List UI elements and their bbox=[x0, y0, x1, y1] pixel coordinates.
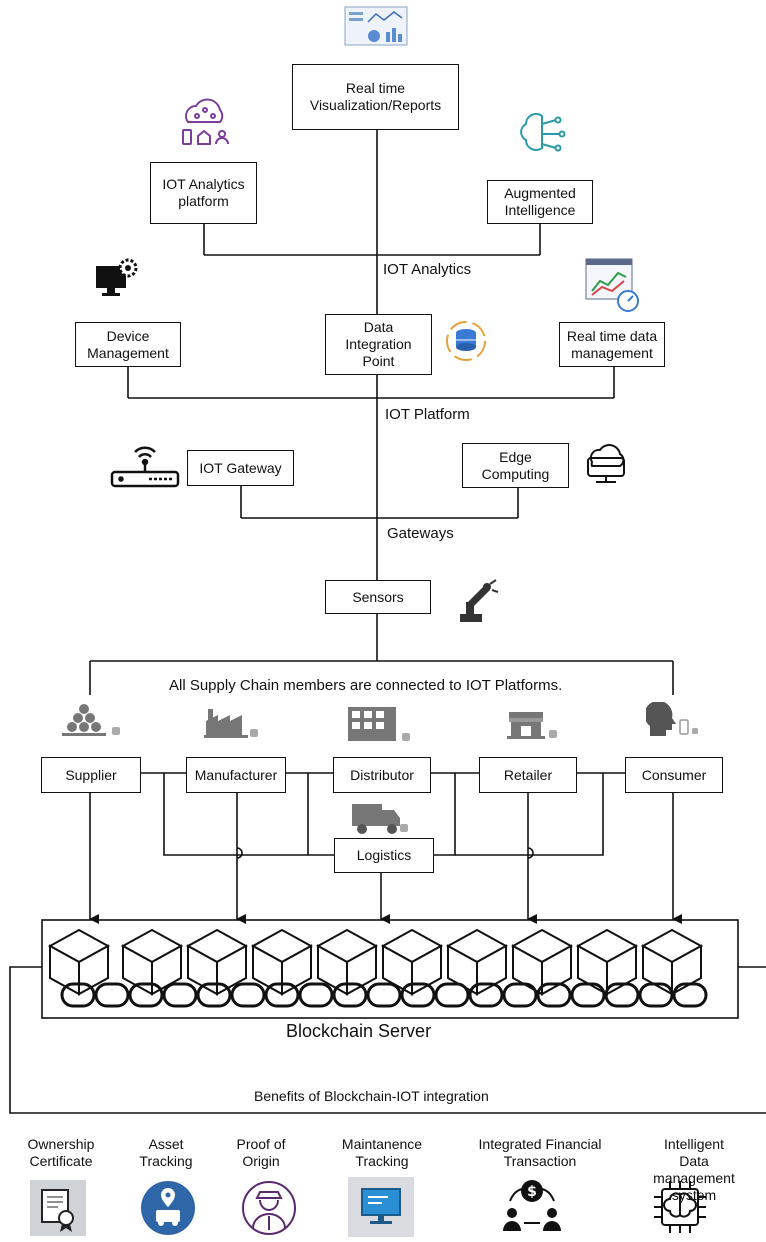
chain-link bbox=[672, 982, 708, 1008]
augmented-intelligence-box: Augmented Intelligence bbox=[487, 180, 593, 224]
delivery-truck-icon bbox=[350, 802, 410, 841]
gateways-label: Gateways bbox=[387, 525, 454, 542]
iot-analytics-label: IOT Analytics bbox=[383, 261, 472, 278]
benefit-integrated-financial-transaction: Integrated Financial Transaction bbox=[478, 1136, 602, 1169]
brain-circuit-icon bbox=[516, 108, 568, 165]
chain-link bbox=[400, 982, 436, 1008]
chain-link bbox=[604, 982, 640, 1008]
consumer-head-icon bbox=[644, 700, 702, 743]
benefit-proof-of-origin: Proof of Origin bbox=[236, 1136, 286, 1169]
consumer-box: Consumer bbox=[625, 757, 723, 793]
distributor-box: Distributor bbox=[333, 757, 431, 793]
chain-link bbox=[570, 982, 606, 1008]
chain-link bbox=[264, 982, 300, 1008]
chain-link bbox=[230, 982, 266, 1008]
data-integration-point-box: Data Integration Point bbox=[325, 314, 432, 375]
warehouse-building-icon bbox=[344, 705, 414, 750]
location-truck-icon bbox=[140, 1180, 196, 1241]
robotic-arm-icon bbox=[454, 576, 500, 629]
chain-link bbox=[332, 982, 368, 1008]
blockchain-block bbox=[185, 928, 249, 996]
certificate-icon bbox=[30, 1180, 86, 1241]
benefit-maintanence-tracking: Maintanence Tracking bbox=[341, 1136, 423, 1169]
iot-analytics-platform-box: IOT Analytics platform bbox=[150, 162, 257, 224]
blockchain-block bbox=[250, 928, 314, 996]
blockchain-block bbox=[445, 928, 509, 996]
chain-link bbox=[60, 982, 96, 1008]
benefit-ownership-certificate: Ownership Certificate bbox=[27, 1136, 95, 1169]
blockchain-block bbox=[510, 928, 574, 996]
chain-link bbox=[502, 982, 538, 1008]
blockchain-server-title: Blockchain Server bbox=[286, 1021, 432, 1041]
logistics-box: Logistics bbox=[334, 838, 434, 873]
chain-link bbox=[196, 982, 232, 1008]
chain-link bbox=[468, 982, 504, 1008]
blockchain-blocks bbox=[47, 928, 704, 996]
cloud-computing-icon bbox=[582, 440, 630, 493]
edge-computing-box: Edge Computing bbox=[462, 443, 569, 488]
manufacturer-box: Manufacturer bbox=[186, 757, 286, 793]
chain-link bbox=[162, 982, 198, 1008]
supplier-stack-icon bbox=[62, 701, 122, 744]
retail-store-icon bbox=[507, 710, 559, 745]
money-exchange-icon: $ bbox=[500, 1177, 564, 1238]
iot-gateway-box: IOT Gateway bbox=[187, 450, 294, 486]
svg-text:$: $ bbox=[527, 1184, 537, 1200]
sensors-box: Sensors bbox=[325, 580, 431, 614]
blockchain-block bbox=[380, 928, 444, 996]
benefits-title: Benefits of Blockchain-IOT integration bbox=[254, 1088, 489, 1104]
chain-link bbox=[638, 982, 674, 1008]
benefit-intelligent-data-management: Intelligent Data management system bbox=[653, 1136, 735, 1203]
blockchain-block bbox=[120, 928, 184, 996]
analytics-dashboard-icon bbox=[584, 257, 642, 318]
supplier-box: Supplier bbox=[41, 757, 141, 793]
chain-link bbox=[298, 982, 334, 1008]
monitor-icon bbox=[348, 1177, 414, 1242]
brain-chip-icon bbox=[650, 1177, 710, 1242]
blockchain-block bbox=[47, 928, 111, 996]
chain-link bbox=[536, 982, 572, 1008]
dashboard-report-icon bbox=[344, 6, 408, 51]
device-management-box: Device Management bbox=[75, 322, 181, 367]
wifi-router-icon bbox=[109, 438, 181, 497]
blockchain-block bbox=[315, 928, 379, 996]
realtime-data-management-box: Real time data management bbox=[559, 322, 665, 367]
retailer-box: Retailer bbox=[479, 757, 577, 793]
iot-platform-label: IOT Platform bbox=[385, 406, 470, 423]
chain-link bbox=[434, 982, 470, 1008]
realtime-visualization-box: Real time Visualization/Reports bbox=[292, 64, 459, 130]
officer-icon bbox=[241, 1180, 297, 1241]
supply-chain-caption: All Supply Chain members are connected t… bbox=[169, 677, 563, 694]
blockchain-block bbox=[575, 928, 639, 996]
cloud-analytics-icon bbox=[178, 96, 232, 155]
benefit-asset-tracking: Asset Tracking bbox=[139, 1136, 193, 1169]
chain-link bbox=[128, 982, 164, 1008]
chain-link bbox=[366, 982, 402, 1008]
factory-icon bbox=[204, 705, 262, 744]
computer-settings-icon bbox=[94, 256, 140, 305]
database-sync-icon bbox=[443, 318, 489, 369]
chain-link bbox=[94, 982, 130, 1008]
blockchain-block bbox=[640, 928, 704, 996]
blockchain-chain-links bbox=[60, 982, 708, 1008]
